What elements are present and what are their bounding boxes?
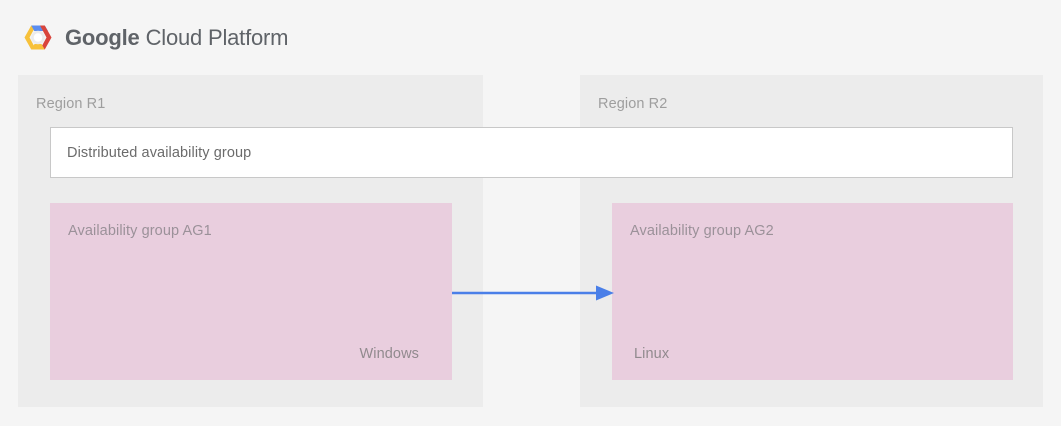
availability-group-box-ag2: Availability group AG2 Linux <box>612 203 1013 380</box>
availability-group-box-ag1: Availability group AG1 Windows <box>50 203 452 380</box>
os-label-linux: Linux <box>634 346 670 362</box>
availability-group-title-ag1: Availability group AG1 <box>68 223 212 239</box>
brand-word-rest: Cloud Platform <box>145 25 289 50</box>
region-label-r1: Region R1 <box>36 96 106 112</box>
region-label-r2: Region R2 <box>598 96 668 112</box>
brand-word-google: Google <box>65 25 140 50</box>
google-cloud-platform-logo-icon <box>24 25 52 50</box>
os-label-windows: Windows <box>359 346 419 362</box>
replication-arrow-icon <box>452 285 614 301</box>
distributed-availability-group-box: Distributed availability group <box>50 127 1013 178</box>
distributed-availability-group-label: Distributed availability group <box>67 144 252 161</box>
availability-group-title-ag2: Availability group AG2 <box>630 223 774 239</box>
